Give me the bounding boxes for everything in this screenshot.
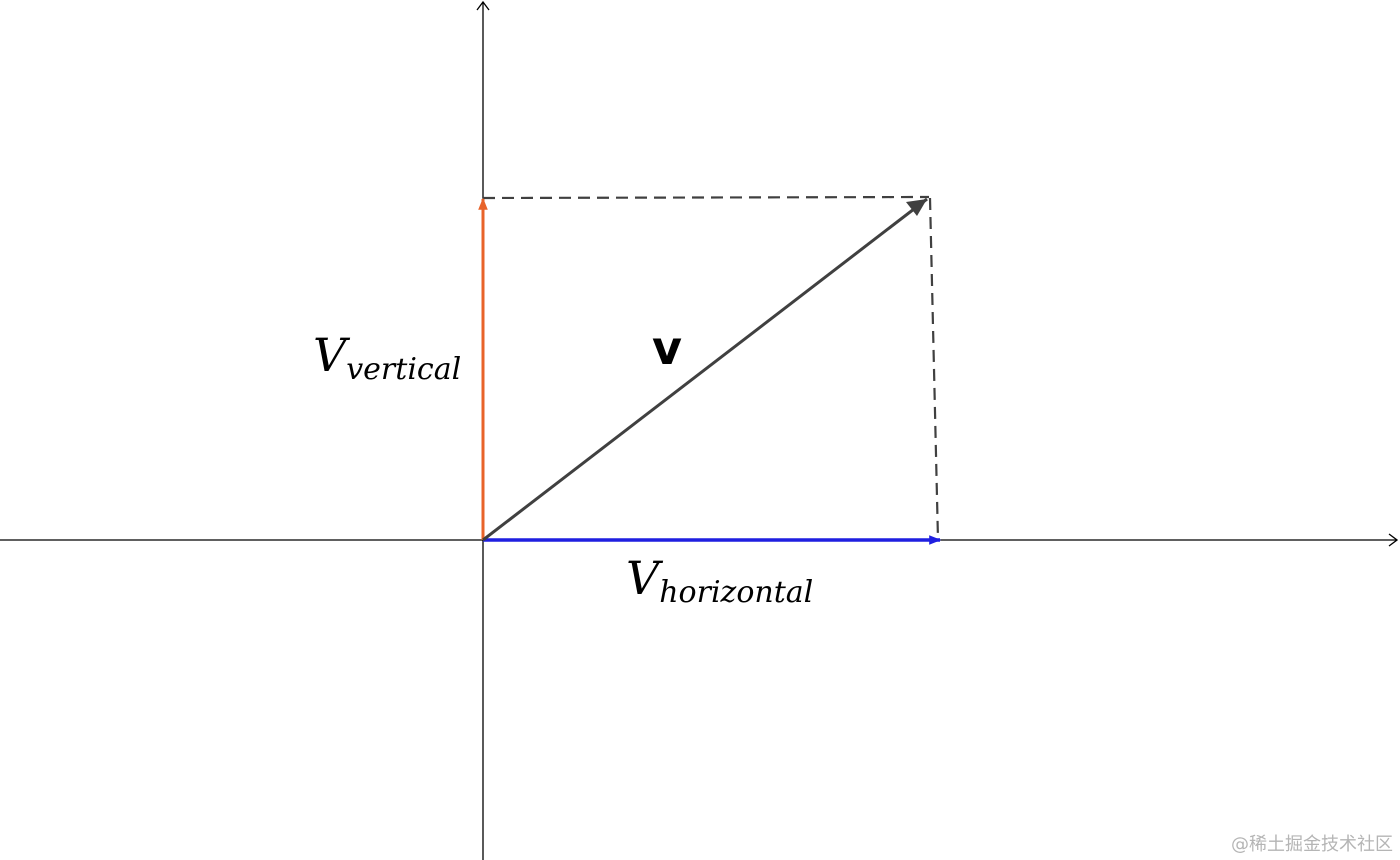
vector-v-arrow: [482, 197, 928, 542]
projection-dash-vertical: [928, 197, 940, 541]
vertical-label-subscript: vertical: [346, 352, 461, 387]
watermark: @稀土掘金技术社区: [1231, 834, 1393, 855]
vertical-label-main: V: [313, 328, 351, 382]
vector-v-arrowhead-icon: [906, 199, 927, 216]
x-axis-arrow-icon: [1388, 533, 1399, 547]
projection-dash-horizontal: [482, 195, 930, 200]
y-axis-arrow-icon: [476, 0, 490, 11]
vector-v-label: v: [652, 321, 682, 375]
horizontal-label-subscript: horizontal: [659, 575, 813, 610]
horizontal-label-main: V: [626, 551, 664, 605]
horizontal-component-label: Vhorizontal: [626, 551, 813, 610]
vertical-component-label: Vvertical: [313, 328, 461, 387]
